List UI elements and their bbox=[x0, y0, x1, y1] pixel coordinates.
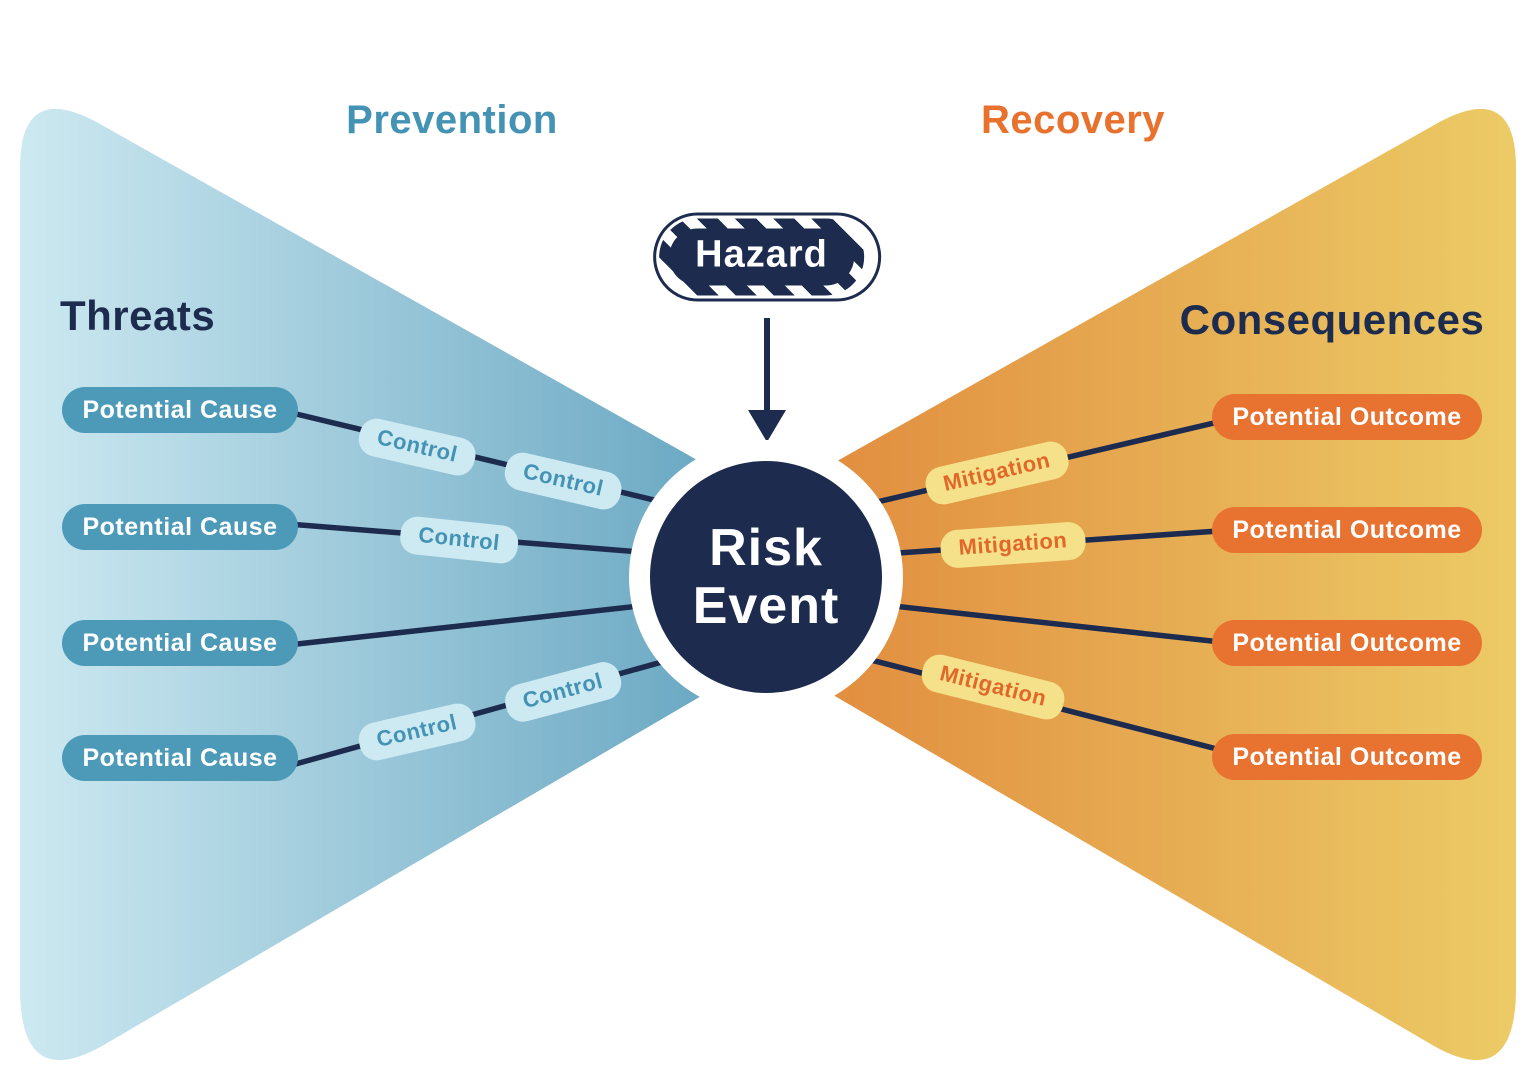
potential-cause-pill-1: Potential Cause bbox=[62, 387, 298, 433]
potential-outcome-pill-1: Potential Outcome bbox=[1212, 394, 1482, 440]
potential-outcome-pill-4: Potential Outcome bbox=[1212, 734, 1482, 780]
potential-cause-pill-3: Potential Cause bbox=[62, 620, 298, 666]
potential-outcome-pill-3: Potential Outcome bbox=[1212, 620, 1482, 666]
potential-cause-pill-2: Potential Cause bbox=[62, 504, 298, 550]
hazard-label: Hazard bbox=[669, 228, 854, 286]
right-wedge bbox=[631, 108, 1516, 1061]
risk-event-label: Risk Event bbox=[693, 519, 840, 635]
hazard-pill: Hazard bbox=[653, 212, 881, 302]
consequences-heading: Consequences bbox=[1179, 296, 1485, 343]
hazard-stripe-border: Hazard bbox=[659, 218, 864, 296]
threats-heading: Threats bbox=[60, 292, 216, 339]
risk-event-label-line2: Event bbox=[692, 577, 840, 635]
potential-outcome-pill-2: Potential Outcome bbox=[1212, 507, 1482, 553]
risk-event-node bbox=[650, 461, 882, 693]
hazard-arrow bbox=[748, 318, 786, 442]
prevention-label: Prevention bbox=[346, 98, 558, 142]
left-wedge bbox=[20, 108, 905, 1061]
potential-cause-pill-4: Potential Cause bbox=[62, 735, 298, 781]
risk-event-label-line1: Risk bbox=[709, 518, 823, 577]
recovery-label: Recovery bbox=[980, 98, 1166, 142]
arrowhead-icon bbox=[748, 410, 786, 442]
